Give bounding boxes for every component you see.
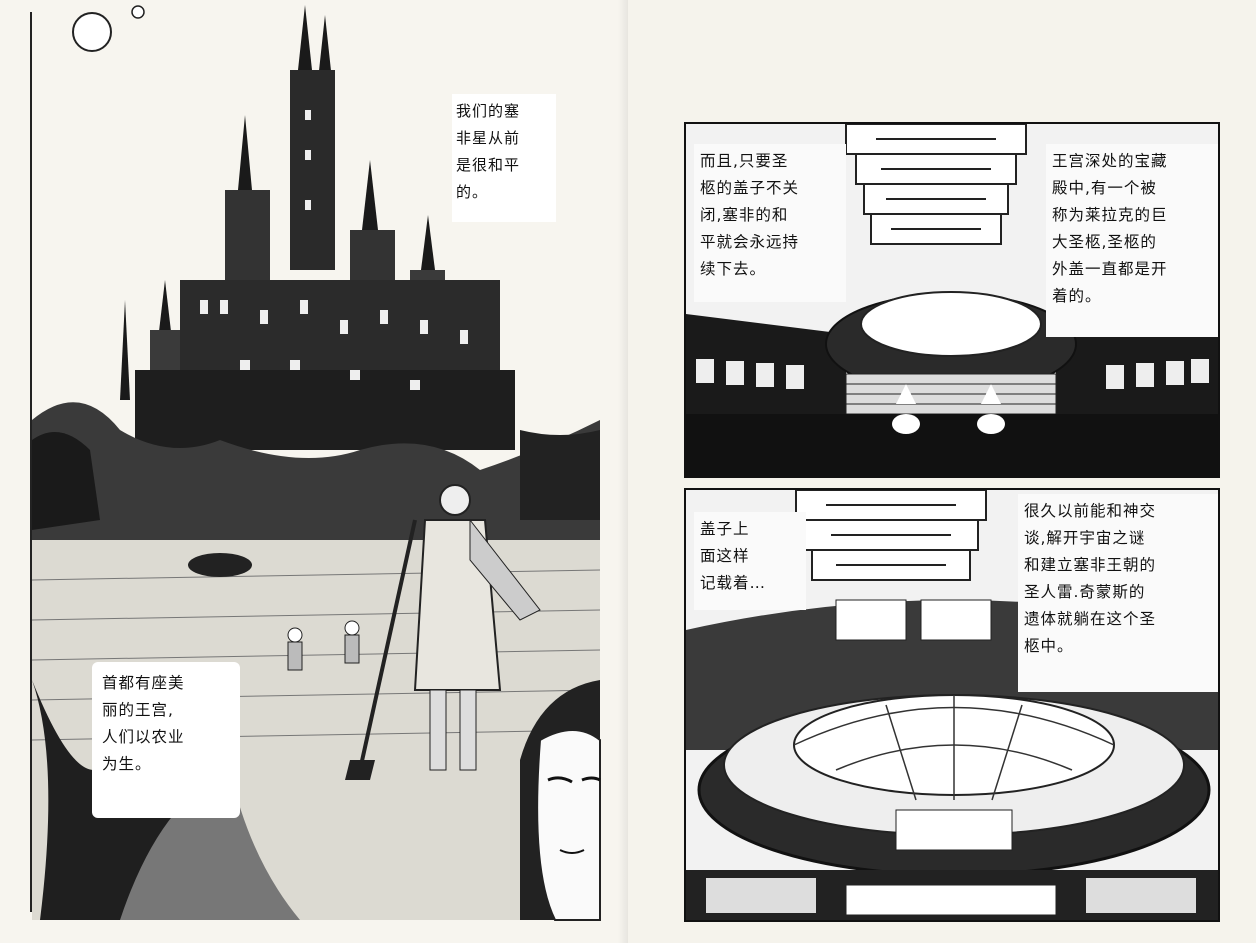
oxen bbox=[188, 553, 252, 577]
farmer-figure bbox=[345, 484, 541, 780]
comic-panel-2: 盖子上 面这样 记载着… 很久以前能和神交 谈,解开宇宙之谜 和建立塞非王朝的 … bbox=[684, 488, 1220, 922]
panel-2-caption-left: 盖子上 面这样 记载着… bbox=[694, 512, 806, 610]
moon-small bbox=[131, 5, 145, 19]
panel-2-caption-right: 很久以前能和神交 谈,解开宇宙之谜 和建立塞非王朝的 圣人雷.奇蒙斯的 遗体就躺… bbox=[1018, 494, 1218, 692]
panel-1-caption-right: 王宫深处的宝藏 殿中,有一个被 称为莱拉克的巨 大圣柩,圣柩的 外盖一直都是开 … bbox=[1046, 144, 1218, 337]
castle-landscape-illustration bbox=[31, 5, 601, 921]
moon-large bbox=[72, 12, 112, 52]
sarcophagus-closeup-illustration bbox=[686, 490, 1218, 920]
left-page: 我们的塞 非星从前 是很和平 的。 首都有座美 丽的王宫, 人们以农业 为生。 bbox=[30, 5, 601, 921]
comic-panel-1: 而且,只要圣 柩的盖子不关 闭,塞非的和 平就会永远持 续下去。 王宫深处的宝藏… bbox=[684, 122, 1220, 478]
castle bbox=[120, 5, 515, 450]
right-page: 而且,只要圣 柩的盖子不关 闭,塞非的和 平就会永远持 续下去。 王宫深处的宝藏… bbox=[628, 0, 1256, 943]
page-border-line bbox=[30, 12, 32, 912]
caption-bottom: 首都有座美 丽的王宫, 人们以农业 为生。 bbox=[92, 662, 240, 818]
panel-1-caption-left: 而且,只要圣 柩的盖子不关 闭,塞非的和 平就会永远持 续下去。 bbox=[694, 144, 846, 302]
girl-face bbox=[520, 680, 601, 921]
caption-top: 我们的塞 非星从前 是很和平 的。 bbox=[452, 94, 556, 222]
